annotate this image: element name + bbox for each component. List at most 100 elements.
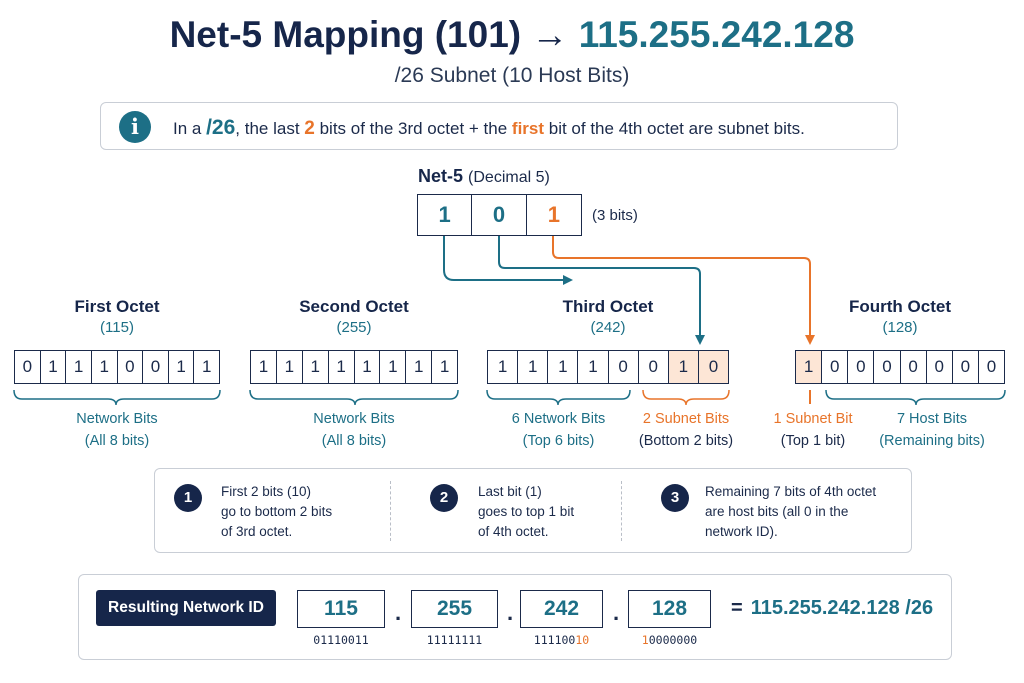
arrow-bit1-subnet bbox=[552, 236, 815, 345]
net-bits-note: (3 bits) bbox=[592, 207, 638, 224]
octet-3-network-label: 6 Network Bits (Top 6 bits) bbox=[487, 408, 630, 452]
subnet-bit-cell: 1 bbox=[796, 351, 823, 383]
info-text-part: bits of the 3rd octet + the bbox=[314, 119, 512, 138]
steps-panel bbox=[154, 468, 912, 553]
result-octet-4: 128 bbox=[628, 590, 711, 628]
octet-4-bits: 1 0 0 0 0 0 0 0 bbox=[795, 350, 1005, 384]
net-label: Net-5 (Decimal 5) bbox=[418, 166, 550, 187]
bit-cell: 1 bbox=[548, 351, 579, 383]
result-label: Resulting Network ID bbox=[96, 590, 276, 626]
octet-1-label: Network Bits (All 8 bits) bbox=[14, 408, 220, 452]
bit-cell: 1 bbox=[578, 351, 609, 383]
step-1-number: 1 bbox=[174, 484, 202, 512]
net-bit-2: 0 bbox=[472, 195, 527, 235]
page-subtitle: /26 Subnet (10 Host Bits) bbox=[394, 64, 630, 87]
bit-cell: 1 bbox=[380, 351, 407, 383]
octet-3-subnet-label: 2 Subnet Bits (Bottom 2 bits) bbox=[636, 408, 736, 452]
step-3-number: 3 bbox=[661, 484, 689, 512]
binary-subnet-part: 1 bbox=[641, 633, 649, 647]
brace-label-line: Network Bits bbox=[76, 411, 158, 427]
bit-cell: 0 bbox=[978, 351, 1004, 383]
net-bit-1: 1 bbox=[418, 195, 473, 235]
step-divider bbox=[621, 481, 622, 541]
bit-cell: 1 bbox=[354, 351, 381, 383]
bit-cell: 0 bbox=[874, 351, 901, 383]
result-dot: . bbox=[507, 600, 514, 625]
result-binary-3: 11110010 bbox=[520, 633, 603, 647]
octet-1-bits: 0 1 1 1 0 0 1 1 bbox=[14, 350, 220, 384]
binary-subnet-part: 10 bbox=[575, 633, 590, 647]
result-binary-1: 01110011 bbox=[313, 633, 369, 647]
binary-host-part: 0000000 bbox=[648, 633, 698, 647]
bit-cell: 1 bbox=[328, 351, 355, 383]
result-dot: . bbox=[613, 600, 620, 625]
result-binary-4: 10000000 bbox=[628, 633, 711, 647]
bit-cell: 0 bbox=[117, 351, 144, 383]
brace-fourth-host bbox=[825, 389, 1006, 406]
bit-cell: 1 bbox=[91, 351, 118, 383]
net-bits: 1 0 1 bbox=[417, 194, 582, 236]
bit-cell: 1 bbox=[40, 351, 67, 383]
octet-1-value: (115) bbox=[100, 319, 134, 336]
result-network-id: 115.255.242.128 /26 bbox=[750, 597, 934, 619]
brace-label-line: 7 Host Bits bbox=[896, 411, 968, 427]
brace-label-line: 2 Subnet Bits bbox=[642, 411, 730, 427]
octet-2-title: Second Octet bbox=[299, 297, 409, 316]
octet-2-label: Network Bits (All 8 bits) bbox=[250, 408, 458, 452]
step-3-text: Remaining 7 bits of 4th octet are host b… bbox=[705, 484, 877, 539]
octet-3-bits: 1 1 1 1 0 0 1 0 bbox=[487, 350, 729, 384]
bit-cell: 1 bbox=[432, 351, 457, 383]
brace-label-line: 6 Network Bits bbox=[511, 411, 606, 427]
info-text: In a /26, the last 2 bits of the 3rd oct… bbox=[173, 116, 805, 140]
bit-cell: 0 bbox=[15, 351, 41, 383]
title-prefix: Net-5 Mapping (101) → bbox=[169, 14, 569, 55]
octet-4-title: Fourth Octet bbox=[849, 297, 951, 316]
brace-label-line: (Remaining bits) bbox=[879, 433, 985, 449]
result-dot: . bbox=[395, 600, 402, 625]
bit-cell: 1 bbox=[518, 351, 549, 383]
net-bit-3: 1 bbox=[547, 202, 560, 227]
bit-cell: 1 bbox=[251, 351, 277, 383]
info-banner: i In a /26, the last 2 bits of the 3rd o… bbox=[100, 102, 898, 150]
info-prefix: /26 bbox=[206, 116, 236, 139]
result-octet-1: 115 bbox=[297, 590, 385, 628]
brace-first bbox=[13, 389, 221, 406]
net-name: Net-5 bbox=[418, 166, 464, 186]
step-2-number: 2 bbox=[430, 484, 458, 512]
octet-4-value: (128) bbox=[882, 319, 918, 336]
octet-4-subnet-label: 1 Subnet Bit (Top 1 bit) bbox=[765, 408, 861, 452]
brace-second bbox=[249, 389, 459, 406]
octet-3-value: (242) bbox=[590, 319, 626, 336]
bit-cell: 1 bbox=[168, 351, 195, 383]
brace-label-line: (All 8 bits) bbox=[321, 433, 387, 449]
result-binary-2: 11111111 bbox=[426, 633, 483, 647]
result-octet-2: 255 bbox=[411, 590, 498, 628]
arrow-bit0 bbox=[498, 236, 705, 345]
bit-cell: 1 bbox=[406, 351, 433, 383]
equals-sign: = bbox=[731, 597, 743, 619]
brace-label-line: 1 Subnet Bit bbox=[773, 411, 853, 427]
bit-cell: 0 bbox=[900, 351, 927, 383]
step-divider bbox=[390, 481, 391, 541]
binary-network-part: 111100 bbox=[533, 633, 576, 647]
info-first: first bbox=[511, 119, 545, 138]
brace-label-line: (Top 6 bits) bbox=[522, 433, 595, 449]
bit-cell: 0 bbox=[608, 351, 639, 383]
page-title: Net-5 Mapping (101) → 115.255.242.128 bbox=[0, 14, 1024, 56]
bit-cell: 0 bbox=[848, 351, 875, 383]
info-text-part: bit of the 4th octet are subnet bits. bbox=[544, 119, 805, 138]
octet-1-title: First Octet bbox=[74, 297, 160, 316]
brace-third-sub bbox=[642, 389, 730, 406]
octet-3-title: Third Octet bbox=[562, 297, 654, 316]
result-final: = 115.255.242.128 /26 bbox=[731, 597, 933, 620]
net-decimal: (Decimal 5) bbox=[468, 169, 550, 186]
title-ip: 115.255.242.128 bbox=[578, 14, 855, 55]
info-text-part: , the last bbox=[235, 119, 305, 138]
bit-cell: 1 bbox=[302, 351, 329, 383]
brace-label-line: (Top 1 bit) bbox=[780, 433, 846, 449]
bit-cell: 1 bbox=[194, 351, 219, 383]
brace-label-line: (All 8 bits) bbox=[84, 433, 150, 449]
octet-4-host-label: 7 Host Bits (Remaining bits) bbox=[866, 408, 998, 452]
bit-cell: 0 bbox=[822, 351, 849, 383]
